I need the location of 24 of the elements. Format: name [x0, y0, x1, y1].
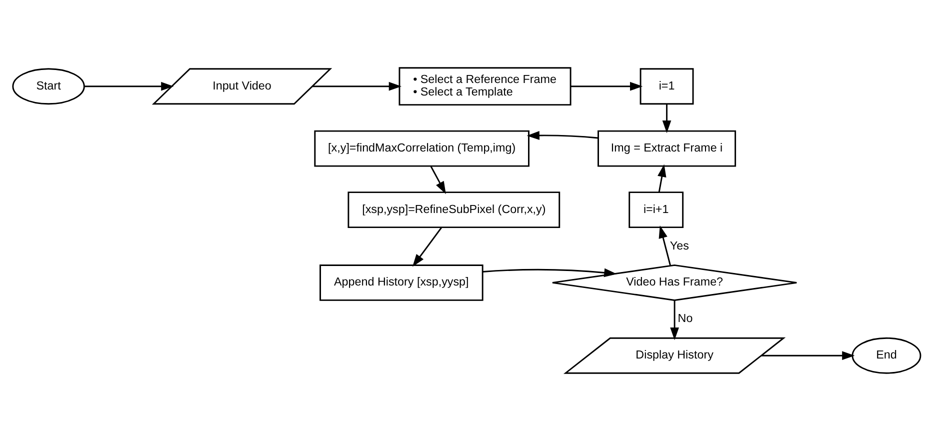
node-ellipse: End [852, 337, 922, 374]
arrow [570, 82, 643, 91]
arrow [312, 82, 402, 91]
edge-label: No [678, 312, 693, 326]
node-box: [xsp,ysp]=RefineSubPixel (Corr,x,y) [348, 192, 560, 228]
arrow [526, 131, 598, 140]
node-box: i=1 [640, 68, 694, 105]
node-box: i=i+1 [628, 192, 684, 228]
arrow [412, 227, 442, 267]
arrow [658, 164, 666, 192]
node-box: [x,y]=findMaxCorrelation (Temp,img) [314, 130, 530, 167]
arrow [761, 351, 855, 360]
node-box: Append History [xsp,yysp] [320, 264, 484, 301]
arrow [662, 104, 672, 134]
node-box: • Select a Reference Frame • Select a Template [398, 67, 572, 106]
arrow [430, 166, 446, 194]
arrow [658, 225, 672, 266]
node-ellipse: Start [12, 68, 85, 105]
arrow [670, 300, 679, 340]
arrow [84, 82, 174, 91]
node-diamond: Video Has Frame? [552, 264, 798, 301]
edge-label: Yes [670, 239, 689, 252]
node-box: Img = Extract Frame i [598, 130, 736, 167]
arrow [482, 268, 617, 278]
